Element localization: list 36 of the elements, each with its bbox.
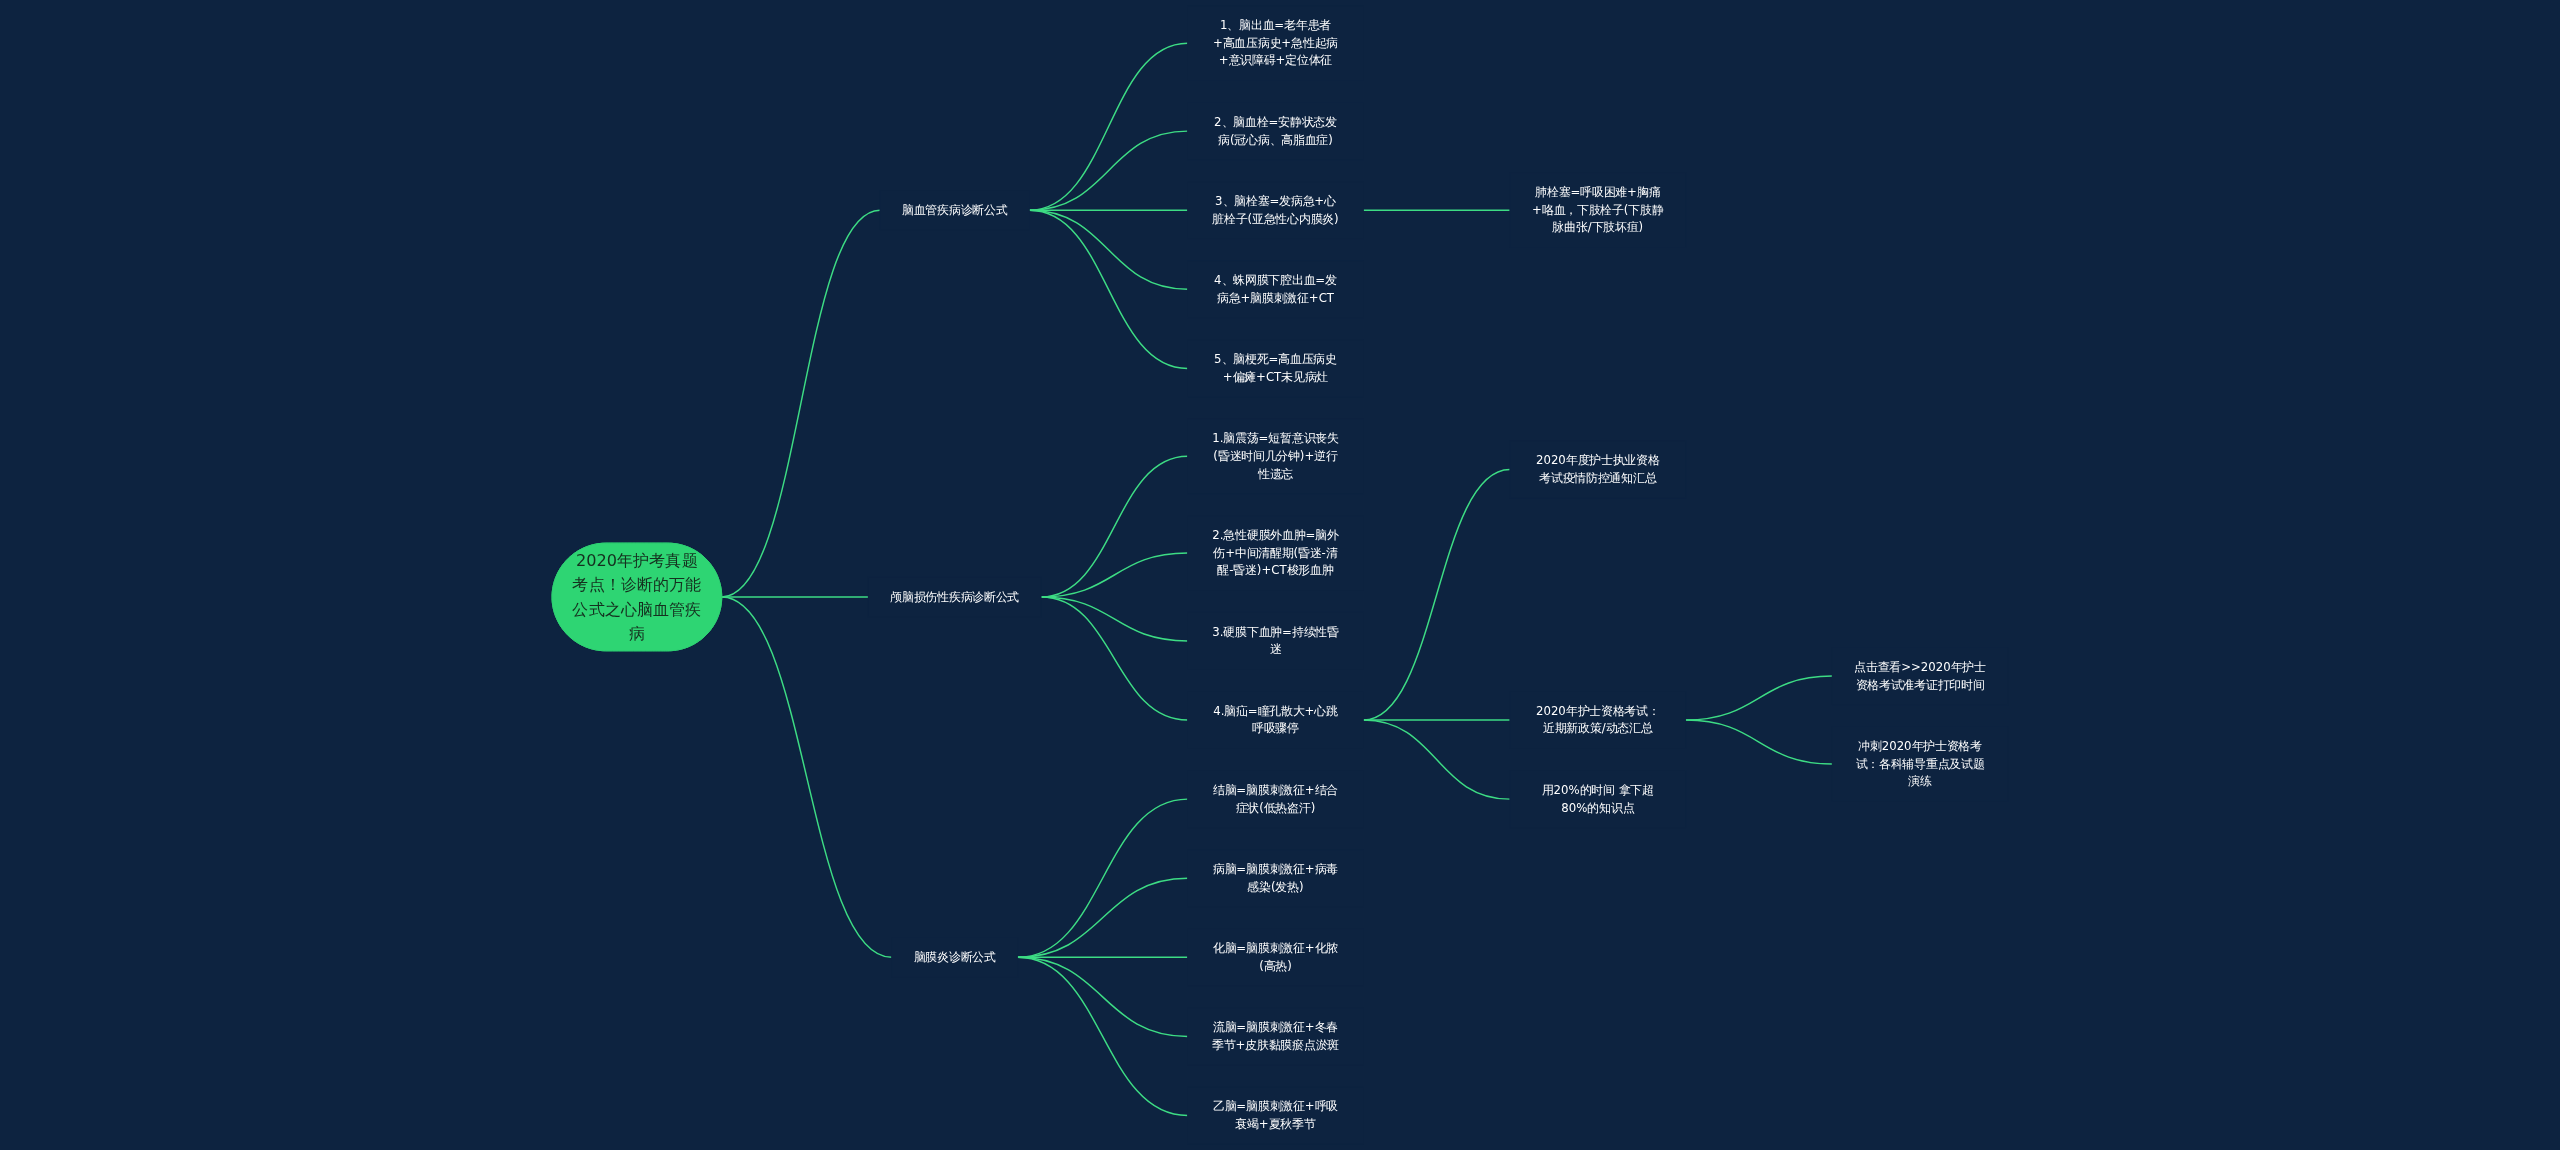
node-text: 乙脑=脑膜刺激征+呼吸衰竭+夏秋季节 (1212, 1099, 1339, 1131)
node-text: 脑膜炎诊断公式 (913, 950, 996, 964)
node-text: 颅脑损伤性疾病诊断公式 (890, 589, 1020, 604)
node-text: 1、脑出血=老年患者+高血压病史+急性起病+意识障碍+定位体征 (1212, 18, 1339, 68)
node-text: 1.脑震荡=短暂意识丧失(昏迷时间几分钟)+逆行性遗忘 (1212, 431, 1339, 481)
node-text: 2020年度护士执业资格考试疫情防控通知汇总 (1535, 453, 1660, 485)
connector (1016, 956, 1189, 1117)
node-text: 病脑=脑膜刺激征+病毒感染(发热) (1212, 862, 1339, 894)
connector (1028, 209, 1189, 211)
node-text: 3、脑栓塞=发病急+心脏栓子(亚急性心内膜炎) (1212, 194, 1339, 226)
connector (721, 596, 893, 959)
connector (721, 596, 869, 598)
node-text: 流脑=脑膜刺激征+冬春季节+皮肤黏膜瘀点淤斑 (1211, 1020, 1339, 1052)
node-text: 4.脑疝=瞳孔散大+心跳呼吸骤停 (1213, 703, 1338, 736)
connector (1028, 42, 1189, 211)
connector (1028, 209, 1189, 291)
node-text: 5、脑梗死=高血压病史+偏瘫+CT未见病灶 (1214, 352, 1337, 384)
connector (1684, 719, 1833, 765)
node-text: 脑血管疾病诊断公式 (901, 202, 1008, 217)
node-text: 肺栓塞=呼吸困难+胸痛+咯血，下肢栓子(下肢静脉曲张/下肢坏疽) (1531, 185, 1664, 235)
node-text: 4、蛛网膜下腔出血=发病急+脑膜刺激征+CT (1214, 273, 1337, 305)
connector (1362, 209, 1511, 211)
node-text: 2020年护士资格考试：近期新政策/动态汇总 (1535, 703, 1660, 736)
connector (1028, 130, 1189, 211)
node-text: 2、脑血栓=安静状态发病(冠心病、高脂血症) (1214, 115, 1337, 147)
node-text: 2.急性硬膜外血肿=脑外伤+中间清醒期(昏迷-清醒-昏迷)+CT梭形血肿 (1212, 528, 1339, 578)
connector (1362, 719, 1511, 800)
node-text: 冲刺2020年护士资格考试：各科辅导重点及试题演练 (1855, 739, 1985, 789)
node-text: 结脑=脑膜刺激征+结合症状(低热盗汗) (1212, 783, 1339, 815)
node-text: 3.硬膜下血肿=持续性昏迷 (1212, 624, 1339, 657)
node-text: 用20%的时间 拿下超80%的知识点 (1541, 783, 1654, 815)
node-text: 化脑=脑膜刺激征+化脓(高热) (1212, 941, 1339, 973)
connector (721, 209, 881, 598)
node-text: 点击查看>>2020年护士资格考试准考证打印时间 (1854, 659, 1986, 692)
connector (1040, 596, 1189, 721)
connector (1028, 209, 1189, 370)
